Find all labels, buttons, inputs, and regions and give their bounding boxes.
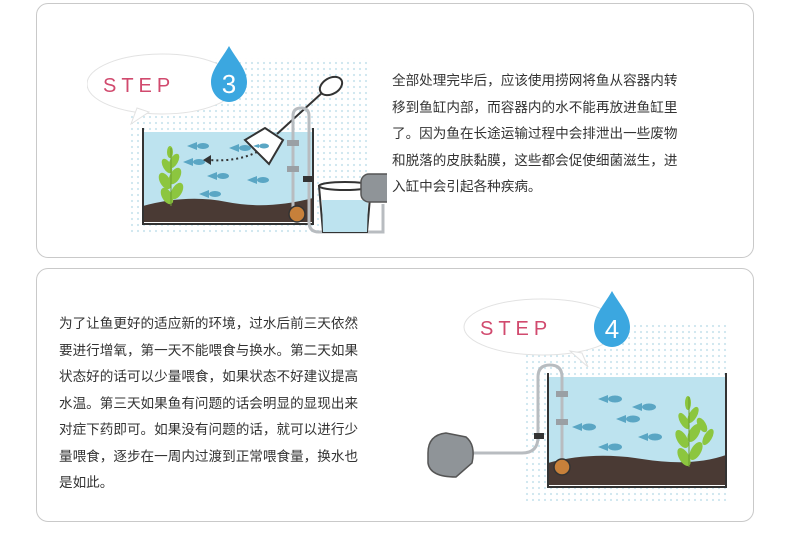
fish-icon — [632, 403, 656, 411]
step-4-description: 为了让鱼更好的适应新的环境，过水后前三天依然 要进行增氧，第一天不能喂食与换水。… — [59, 316, 359, 491]
step-label: STEP — [103, 75, 175, 97]
step-number: 3 — [222, 69, 236, 99]
air-tube — [287, 106, 385, 234]
plant-icon — [158, 146, 184, 206]
fish-icon — [207, 172, 229, 180]
tank-soil — [548, 455, 726, 485]
step-3-description: 全部处理完毕后，应该使用捞网将鱼从容器内转 移到鱼缸内部，而容器内的水不能再放进… — [392, 73, 678, 195]
fish-icon — [572, 423, 596, 431]
bucket-icon — [317, 181, 373, 233]
fish-icon — [247, 176, 269, 184]
step-4-illustration: STEP 4 — [427, 291, 728, 501]
fish-icon — [598, 395, 622, 403]
fish-icon — [187, 142, 209, 150]
step-3-card: STEP 3 — [36, 3, 754, 258]
fish-group — [183, 142, 269, 198]
fish-net-icon — [243, 75, 344, 166]
fish-icon — [638, 433, 662, 441]
fish-icon — [598, 443, 622, 451]
step-label: STEP — [480, 318, 552, 340]
air-stone-icon — [553, 458, 571, 476]
fish-tank — [547, 373, 727, 488]
air-pump-icon — [360, 173, 387, 203]
air-pump-icon — [427, 432, 474, 478]
fish-icon — [183, 158, 205, 166]
step-4-card: 为了让鱼更好的适应新的环境，过水后前三天依然 要进行增氧，第一天不能喂食与换水。… — [36, 268, 754, 522]
fish-icon — [229, 144, 251, 152]
tank-soil — [143, 198, 313, 222]
step-bubble: STEP 4 — [463, 291, 630, 368]
water-drop-icon — [594, 291, 630, 347]
step-3-illustration: STEP 3 — [87, 46, 387, 236]
fish-icon — [199, 190, 221, 198]
step-number: 4 — [605, 314, 619, 344]
fish-icon — [616, 415, 640, 423]
fish-group — [572, 395, 662, 451]
plant-icon — [675, 396, 714, 467]
air-tube — [462, 363, 571, 476]
step-bubble: STEP 3 — [87, 46, 247, 126]
water-drop-icon — [211, 46, 247, 102]
air-stone-icon — [288, 205, 306, 223]
